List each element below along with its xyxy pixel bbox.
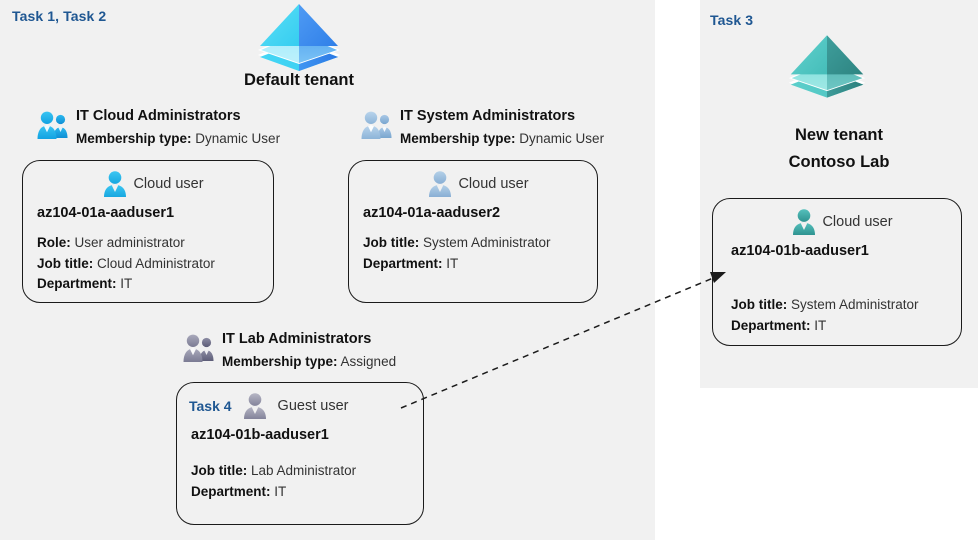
user-card-az104-01b-aaduser1-guest[interactable]: Task 4 Guest user az104-01b-aaduser1 Job… [176,382,424,525]
user-name: az104-01a-aaduser2 [363,205,501,221]
new-tenant-caption-line1: New tenant [794,126,883,144]
guest-user-icon [242,392,268,420]
property-value: Cloud Administrator [97,255,215,271]
cloud-user-icon [102,170,128,198]
property-row: Department: IT [363,254,597,275]
user-name: az104-01b-aaduser1 [731,243,869,259]
property-row: Job title: Lab Administrator [191,461,423,482]
property-value: User administrator [74,235,185,250]
user-properties: Job title: Lab Administrator Department:… [177,461,423,502]
property-label: Job title: [37,255,94,271]
user-name: az104-01a-aaduser1 [37,205,175,221]
default-tenant-caption: Default tenant [243,71,354,89]
group-users-icon [36,110,70,140]
user-kind-label: Cloud user [458,176,529,192]
group-title: IT Lab Administrators [222,331,372,347]
task-label-guest-card: Task 4 [189,398,232,414]
user-properties: Job title: System Administrator Departme… [713,295,961,336]
property-label: Department: [191,483,271,499]
new-tenant-caption-line2: Contoso Lab [788,153,890,171]
group-it-lab-administrators[interactable]: IT Lab Administrators Membership type: A… [182,328,396,373]
group-membership: Membership type: Assigned [222,354,396,369]
user-card-az104-01a-aaduser1[interactable]: Cloud user az104-01a-aaduser1 Role: User… [22,160,274,303]
user-properties: Role: User administrator Job title: Clou… [23,233,273,295]
user-card-az104-01a-aaduser2[interactable]: Cloud user az104-01a-aaduser2 Job title:… [348,160,598,303]
property-value: IT [814,317,827,333]
group-membership: Membership type: Dynamic User [400,131,604,146]
property-value: IT [446,255,459,271]
task-label-right-panel: Task 3 [710,12,754,28]
card-header: Cloud user [23,169,273,199]
card-header: Task 4 Guest user [177,391,423,421]
property-value: IT [120,276,133,292]
property-row: Job title: System Administrator [731,295,961,316]
group-membership: Membership type: Dynamic User [76,131,280,146]
property-value: Lab Administrator [251,463,357,478]
property-label: Department: [731,317,811,333]
group-users-icon [360,110,394,140]
property-value: System Administrator [791,297,919,312]
group-membership-value: Dynamic User [519,130,605,146]
user-name: az104-01b-aaduser1 [191,427,329,443]
card-header: Cloud user [713,207,961,237]
user-kind-label: Cloud user [822,214,893,230]
group-membership-value: Dynamic User [195,130,281,146]
property-label: Department: [363,255,443,271]
cloud-user-icon [791,208,817,236]
property-label: Job title: [363,235,420,250]
property-row: Department: IT [191,482,423,503]
cloud-user-icon [427,170,453,198]
group-it-cloud-administrators[interactable]: IT Cloud Administrators Membership type:… [36,105,280,150]
property-row: Department: IT [731,316,961,337]
user-kind-label: Guest user [277,398,349,414]
user-kind-label: Cloud user [133,176,204,192]
property-value: System Administrator [423,235,551,250]
group-membership-value: Assigned [340,353,397,369]
property-row: Department: IT [37,274,273,295]
task-label-left-panel: Task 1, Task 2 [12,8,107,24]
property-row: Role: User administrator [37,233,273,254]
group-users-icon [182,333,216,363]
property-row: Job title: Cloud Administrator [37,254,273,275]
group-membership-label: Membership type: [222,353,338,369]
card-header: Cloud user [349,169,597,199]
default-tenant-logo [256,2,342,72]
user-properties: Job title: System Administrator Departme… [349,233,597,274]
group-membership-label: Membership type: [400,130,516,146]
property-label: Job title: [191,463,248,478]
property-label: Role: [37,235,71,250]
property-row: Job title: System Administrator [363,233,597,254]
property-value: IT [274,483,287,499]
user-card-az104-01b-aaduser1-cloud[interactable]: Cloud user az104-01b-aaduser1 Job title:… [712,198,962,346]
group-it-system-administrators[interactable]: IT System Administrators Membership type… [360,105,604,150]
group-title: IT System Administrators [400,108,576,124]
group-membership-label: Membership type: [76,130,192,146]
property-label: Department: [37,276,117,292]
new-tenant-logo [787,33,867,99]
property-label: Job title: [731,297,788,312]
group-title: IT Cloud Administrators [76,108,241,124]
